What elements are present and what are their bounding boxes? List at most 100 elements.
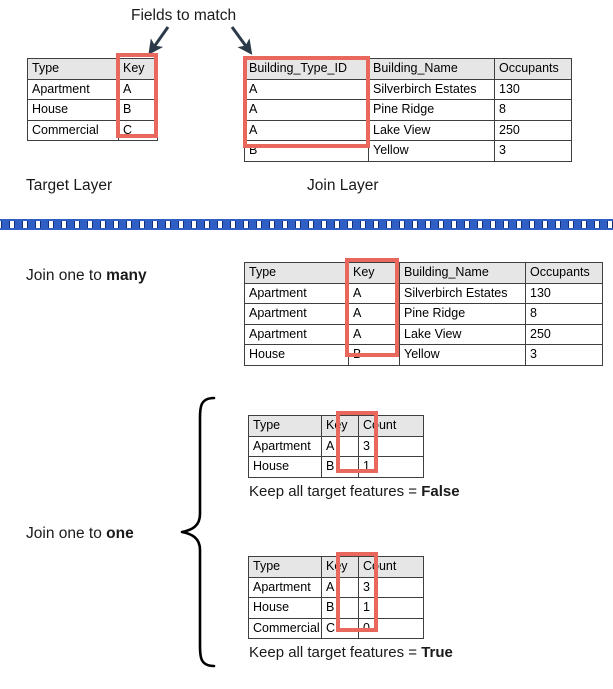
- cell-count: 3: [358, 576, 424, 598]
- cell-type: House: [244, 344, 349, 366]
- divider-stitch: [170, 221, 179, 228]
- join-one-to-one-label: Join one to one: [26, 526, 134, 542]
- table-header-row: Type Key Building_Name Occupants: [244, 262, 603, 284]
- divider-stitch: [365, 221, 374, 228]
- column-header: Key: [321, 415, 359, 437]
- cell-key: B: [348, 344, 400, 366]
- divider-stitch: [196, 221, 205, 228]
- fields-to-match-label: Fields to match: [131, 7, 237, 24]
- column-header: Building_Name: [399, 262, 526, 284]
- cell-type: Commercial: [248, 617, 322, 639]
- table-row: House B: [27, 99, 158, 121]
- arrow-to-join-key: [230, 26, 253, 55]
- cell-key: B: [321, 456, 359, 478]
- table-row: A Silverbirch Estates 130: [244, 78, 572, 100]
- column-header: Key: [321, 556, 359, 578]
- column-header: Count: [358, 556, 424, 578]
- cell-key: A: [321, 576, 359, 598]
- divider-stitch: [131, 221, 140, 228]
- column-header: Building_Type_ID: [244, 58, 369, 80]
- table-row: B Yellow 3: [244, 140, 572, 162]
- join-one-to-one-brace: [180, 396, 216, 668]
- divider-stitch: [222, 221, 231, 228]
- divider-stitch: [326, 221, 335, 228]
- cell-occupants: 8: [494, 99, 572, 121]
- cell-count: 0: [358, 617, 424, 639]
- cell-key: A: [348, 282, 400, 304]
- join-one-to-many-label: Join one to many: [26, 268, 147, 284]
- divider-stitch: [508, 221, 517, 228]
- cell-building-name: Silverbirch Estates: [368, 78, 495, 100]
- join-one-to-many-emphasis: many: [106, 267, 147, 284]
- cell-occupants: 8: [525, 303, 603, 325]
- column-header: Key: [118, 58, 158, 80]
- divider-stitch: [573, 221, 582, 228]
- cell-type: Apartment: [248, 435, 322, 457]
- table-row: Apartment A 3: [248, 576, 424, 598]
- cell-building-type-id: A: [244, 99, 369, 121]
- cell-building-type-id: A: [244, 119, 369, 141]
- table-header-row: Type Key Count: [248, 415, 424, 437]
- divider-stitch: [53, 221, 62, 228]
- divider-stitch: [482, 221, 491, 228]
- one-to-one-true-table: Type Key Count Apartment A 3 House B 1 C…: [248, 556, 424, 639]
- cell-key: A: [348, 303, 400, 325]
- column-header: Occupants: [525, 262, 603, 284]
- keep-all-false-caption: Keep all target features = False: [249, 484, 460, 499]
- divider-stitch: [599, 221, 608, 228]
- divider-stitch: [40, 221, 49, 228]
- divider-stitch: [313, 221, 322, 228]
- column-header: Key: [348, 262, 400, 284]
- cell-building-type-id: B: [244, 140, 369, 162]
- divider-stitch: [105, 221, 114, 228]
- divider-stitch: [430, 221, 439, 228]
- divider-stitch: [417, 221, 426, 228]
- cell-count: 1: [358, 597, 424, 619]
- divider-stitch: [144, 221, 153, 228]
- divider-stitch: [1, 221, 10, 228]
- divider-stitch: [183, 221, 192, 228]
- divider-stitch: [378, 221, 387, 228]
- table-row: House B Yellow 3: [244, 344, 603, 366]
- cell-building-type-id: A: [244, 78, 369, 100]
- cell-building-name: Pine Ridge: [368, 99, 495, 121]
- table-row: Apartment A Pine Ridge 8: [244, 303, 603, 325]
- cell-building-name: Silverbirch Estates: [399, 282, 526, 304]
- column-header: Type: [248, 556, 322, 578]
- keep-all-false-value: False: [421, 483, 460, 500]
- divider-stitch: [261, 221, 270, 228]
- cell-type: Apartment: [248, 576, 322, 598]
- divider-stitch: [118, 221, 127, 228]
- column-header: Building_Name: [368, 58, 495, 80]
- divider-stitch: [521, 221, 530, 228]
- column-header: Type: [27, 58, 119, 80]
- keep-all-true-prefix: Keep all target features =: [249, 644, 422, 661]
- divider-stitch: [352, 221, 361, 228]
- cell-occupants: 130: [525, 282, 603, 304]
- join-layer-table: Building_Type_ID Building_Name Occupants…: [244, 58, 572, 162]
- join-one-to-one-prefix: Join one to: [26, 525, 107, 542]
- cell-type: Apartment: [244, 303, 349, 325]
- divider-stitch: [391, 221, 400, 228]
- divider-stitch: [300, 221, 309, 228]
- table-row: Apartment A Silverbirch Estates 130: [244, 282, 603, 304]
- table-header-row: Type Key: [27, 58, 158, 80]
- table-header-row: Building_Type_ID Building_Name Occupants: [244, 58, 572, 80]
- target-layer-table: Type Key Apartment A House B Commercial …: [27, 58, 158, 141]
- arrow-to-target-key: [148, 26, 170, 55]
- divider-rail-top: [0, 219, 613, 221]
- table-row: Commercial C 0: [248, 617, 424, 639]
- divider-stitch: [248, 221, 257, 228]
- cell-count: 3: [358, 435, 424, 457]
- cell-occupants: 3: [494, 140, 572, 162]
- divider-stitch: [534, 221, 543, 228]
- cell-key: A: [118, 78, 158, 100]
- cell-occupants: 250: [494, 119, 572, 141]
- divider-stitch: [547, 221, 556, 228]
- divider-stitch: [404, 221, 413, 228]
- cell-key: B: [118, 99, 158, 121]
- table-row: Commercial C: [27, 119, 158, 141]
- divider-stitch: [66, 221, 75, 228]
- divider-stitch: [495, 221, 504, 228]
